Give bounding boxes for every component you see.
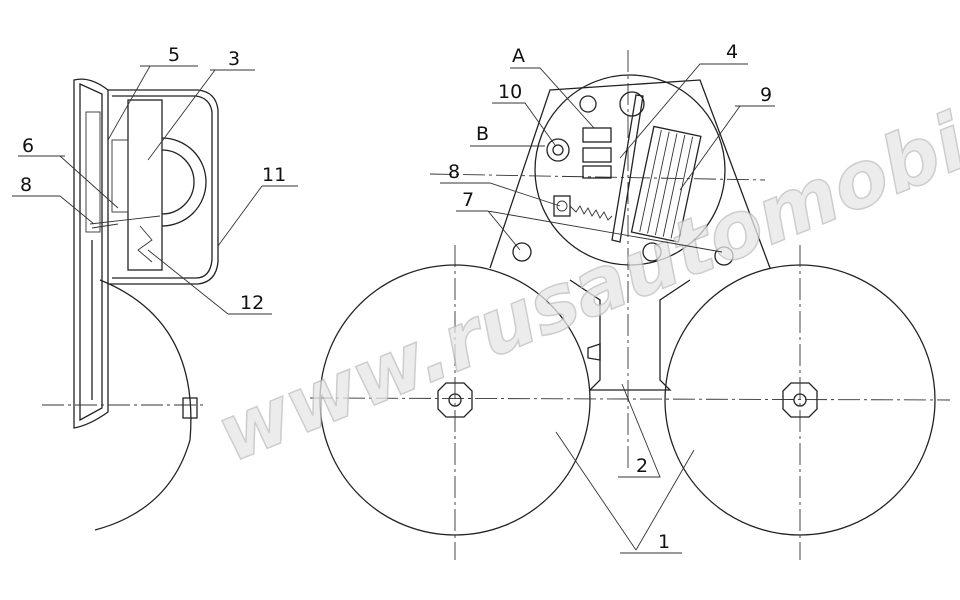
membrane-housing <box>73 78 109 429</box>
cover-11 <box>108 89 219 285</box>
label-6: 6 <box>22 135 34 157</box>
label-2: 2 <box>636 455 648 477</box>
side-view <box>42 78 219 531</box>
label-9: 9 <box>760 84 772 106</box>
coil-9 <box>630 125 702 243</box>
label-11: 11 <box>262 164 286 186</box>
nut <box>182 397 198 419</box>
front-view <box>309 50 951 560</box>
label-1: 1 <box>658 531 670 553</box>
label-7: 7 <box>462 189 474 211</box>
base-plate <box>534 74 726 266</box>
callout-labels: 5 3 6 8 11 12 A 4 10 9 B 8 7 2 1 <box>20 41 772 553</box>
label-10: 10 <box>498 81 522 103</box>
label-4: 4 <box>726 41 738 63</box>
label-8-side: 8 <box>20 174 32 196</box>
label-8-front: 8 <box>448 161 460 183</box>
watermark: www.rusautomobil <box>205 88 960 481</box>
label-5: 5 <box>168 44 180 66</box>
label-A: A <box>512 45 525 67</box>
label-12: 12 <box>240 292 264 314</box>
resonator-disc <box>94 279 192 531</box>
stem-2 <box>569 279 691 391</box>
bracket-plate <box>489 79 771 269</box>
label-3: 3 <box>228 48 240 70</box>
label-B: B <box>476 123 489 145</box>
contacts-6 <box>111 139 129 213</box>
leader-lines <box>12 63 775 554</box>
armature-4 <box>611 94 644 243</box>
